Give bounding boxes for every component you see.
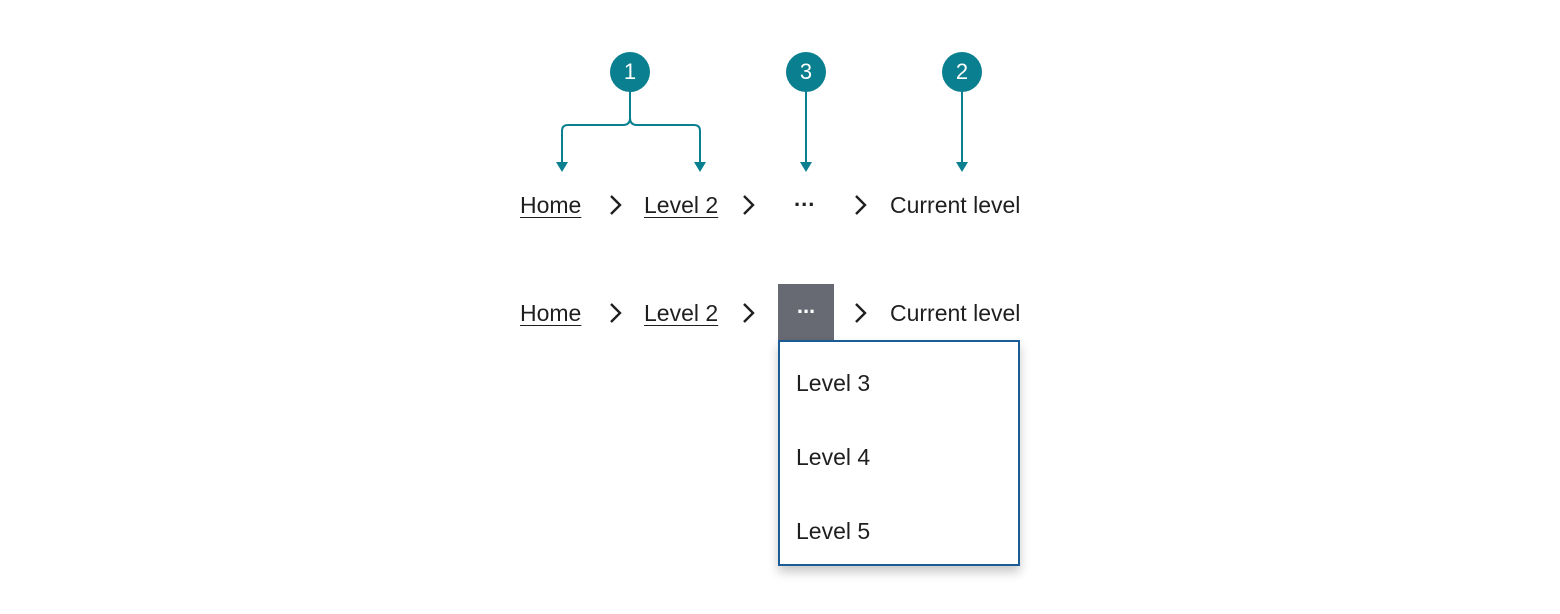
chevron-right-icon	[743, 195, 755, 215]
chevron-right-icon	[855, 303, 867, 323]
callout-2-marker: 2	[942, 52, 982, 92]
chevron-right-icon	[743, 303, 755, 323]
chevron-right-icon	[610, 303, 622, 323]
menu-item-level-5[interactable]: Level 5	[796, 518, 871, 544]
breadcrumb-ellipsis-button-active[interactable]: ...	[778, 284, 834, 340]
menu-item-level-3[interactable]: Level 3	[796, 370, 871, 396]
menu-item-level-4[interactable]: Level 4	[796, 444, 871, 470]
breadcrumb-current-level: Current level	[890, 300, 1021, 326]
chevron-right-icon	[610, 195, 622, 215]
breadcrumb-level2-link[interactable]: Level 2	[644, 300, 719, 326]
callout-3-marker: 3	[786, 52, 826, 92]
breadcrumb-home-link[interactable]: Home	[520, 192, 582, 218]
breadcrumb-level2-link[interactable]: Level 2	[644, 192, 719, 218]
overflow-menu: Level 3 Level 4 Level 5	[778, 340, 1020, 566]
breadcrumb-current-level: Current level	[890, 192, 1021, 218]
breadcrumb-ellipsis-button[interactable]: ...	[794, 186, 816, 211]
breadcrumb-home-link[interactable]: Home	[520, 300, 582, 326]
callout-1-marker: 1	[610, 52, 650, 92]
chevron-right-icon	[855, 195, 867, 215]
